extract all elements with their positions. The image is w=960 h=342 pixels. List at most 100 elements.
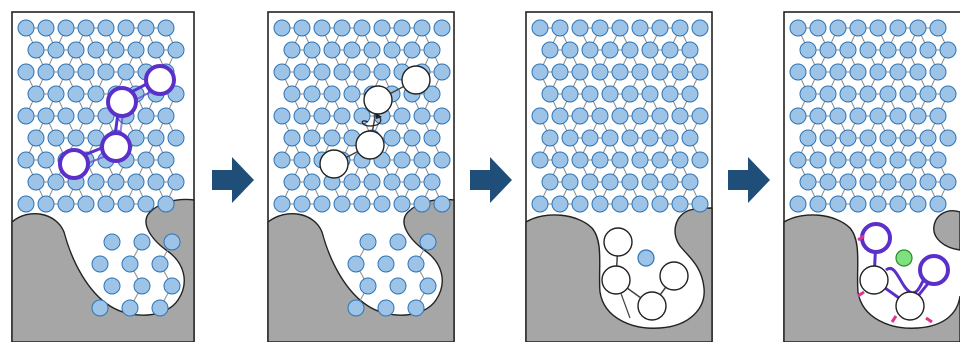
lattice-node (91, 299, 109, 317)
lattice-node (151, 255, 169, 273)
lattice-node (819, 85, 837, 103)
lattice-node (691, 195, 709, 213)
lattice-node (353, 19, 371, 37)
lattice-node (163, 277, 181, 295)
lattice-node (829, 19, 847, 37)
lattice-node (17, 107, 35, 125)
lattice-node (829, 107, 847, 125)
lattice-node (87, 85, 105, 103)
lattice-node (147, 129, 165, 147)
lattice-node (681, 129, 699, 147)
lattice-node (889, 63, 907, 81)
lattice-node (37, 107, 55, 125)
lattice-node (839, 41, 857, 59)
lattice-node (27, 41, 45, 59)
lattice-node (17, 151, 35, 169)
lattice-node (681, 85, 699, 103)
lattice-node (909, 151, 927, 169)
lattice-node (373, 19, 391, 37)
lattice-node (581, 129, 599, 147)
lattice-node (383, 129, 401, 147)
lattice-node (939, 129, 957, 147)
lattice-node (97, 63, 115, 81)
lattice-node (879, 85, 897, 103)
lattice-node (641, 129, 659, 147)
lattice-node (789, 19, 807, 37)
lattice-node (377, 255, 395, 273)
lattice-node (681, 41, 699, 59)
lattice-node (571, 151, 589, 169)
lattice-node (631, 63, 649, 81)
lattice-node (551, 195, 569, 213)
lattice-node (407, 255, 425, 273)
lattice-node (97, 19, 115, 37)
lattice-node (919, 129, 937, 147)
lattice-node (631, 151, 649, 169)
lattice-node (97, 195, 115, 213)
lattice-node (541, 129, 559, 147)
lattice-node (829, 195, 847, 213)
lattice-node (57, 195, 75, 213)
lattice-node (323, 41, 341, 59)
lattice-node (621, 85, 639, 103)
lattice-node (849, 19, 867, 37)
lattice-node (889, 195, 907, 213)
lattice-node (157, 19, 175, 37)
lattice-node (347, 299, 365, 317)
panel-stage-3 (525, 11, 713, 342)
chain-node (363, 85, 393, 115)
lattice-node (799, 129, 817, 147)
chain-node (860, 222, 892, 254)
lattice (789, 19, 957, 213)
chain-node (859, 265, 889, 295)
green-particle (895, 249, 913, 267)
lattice-node (531, 195, 549, 213)
lattice-node (939, 41, 957, 59)
lattice-node (641, 41, 659, 59)
lattice-node (107, 173, 125, 191)
lattice-node (789, 195, 807, 213)
binding-marker (925, 316, 933, 324)
lattice-node (77, 195, 95, 213)
lattice-node (393, 107, 411, 125)
lattice-node (37, 63, 55, 81)
lattice-node (419, 277, 437, 295)
lattice-node (57, 107, 75, 125)
lattice-node (809, 107, 827, 125)
lattice-node (91, 255, 109, 273)
lattice-node (799, 173, 817, 191)
lattice-node (353, 195, 371, 213)
gray-substrate (525, 207, 713, 342)
chain-node (401, 65, 431, 95)
chain-node (319, 149, 349, 179)
lattice-node (57, 63, 75, 81)
lattice-node (137, 19, 155, 37)
chain-node (895, 291, 925, 321)
lattice-node (671, 151, 689, 169)
lattice-node (671, 195, 689, 213)
lattice-node (273, 151, 291, 169)
lattice-node (919, 41, 937, 59)
lattice-node (167, 129, 185, 147)
lattice-node (157, 195, 175, 213)
lattice-node (359, 277, 377, 295)
lattice-node (531, 19, 549, 37)
chain-node (659, 261, 689, 291)
lattice-node (333, 19, 351, 37)
lattice-node (541, 173, 559, 191)
lattice-node (859, 129, 877, 147)
right-arrow-icon (470, 157, 512, 203)
lattice-node (87, 173, 105, 191)
lattice-node (283, 41, 301, 59)
gray-substrate (267, 198, 455, 342)
lattice-node (167, 41, 185, 59)
lattice-node (879, 173, 897, 191)
lattice-node (531, 63, 549, 81)
lattice-node (551, 63, 569, 81)
lattice-node (591, 195, 609, 213)
lattice-node (293, 195, 311, 213)
lattice-node (393, 151, 411, 169)
lattice-node (313, 63, 331, 81)
lattice-node (591, 19, 609, 37)
lattice-node (151, 299, 169, 317)
